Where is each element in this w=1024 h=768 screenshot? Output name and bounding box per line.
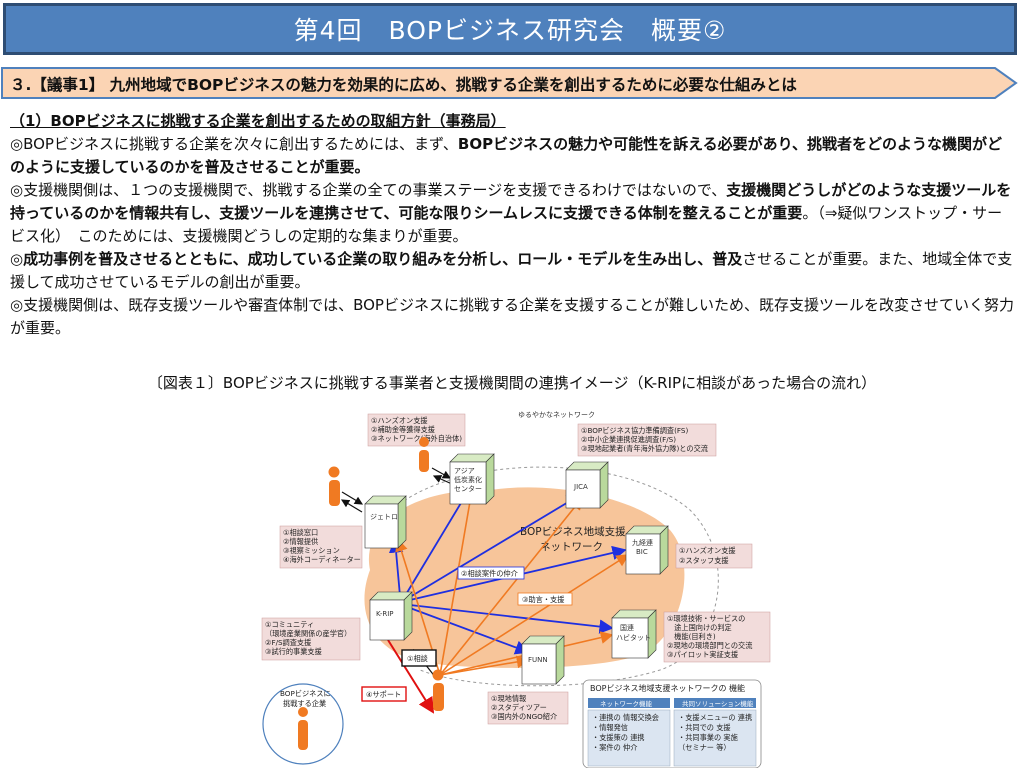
mediation-support-label-box — [517, 592, 573, 606]
note-jica: ①BOPビジネス協力準備調査(FS) ②中小企業連携促進調査(F/S) ③現地起… — [577, 423, 717, 457]
svg-text:①現地情報: ①現地情報 — [491, 694, 526, 703]
node-kyukeiren: 九経連 BIC — [625, 525, 669, 575]
person-icon — [328, 466, 340, 506]
paragraph-4: ◎支援機関側は、既存支援ツールや審査体制では、BOPビジネスに挑戦する企業を支援… — [10, 296, 1014, 337]
note-kyukeiren: ①ハンズオン支援 ②スタッフ支援 — [675, 543, 753, 569]
person-icon — [432, 669, 444, 711]
support-label: ④サポート — [366, 690, 401, 699]
node-asia: アジア 低炭素化 センター — [449, 453, 495, 505]
solution-function-title: 共同ソリューション機能 — [682, 699, 754, 708]
support-label-box — [361, 686, 407, 702]
node-kokuren: 国連 ハビタット — [611, 609, 657, 659]
svg-text:・案件の 仲介: ・案件の 仲介 — [592, 743, 638, 752]
svg-text:②情報提供: ②情報提供 — [283, 537, 318, 546]
svg-text:③視察ミッション: ③視察ミッション — [283, 546, 340, 555]
person-arrows — [340, 467, 453, 679]
paragraph-1: ◎BOPビジネスに挑戦する企業を次々に創出するためには、まず、BOPビジネスの魅… — [10, 135, 1003, 176]
support-arrow — [387, 639, 435, 714]
svg-text:BIC: BIC — [636, 548, 648, 556]
svg-text:途上国向けの判定: 途上国向けの判定 — [667, 623, 732, 632]
svg-text:①コミュニティ: ①コミュニティ — [265, 620, 314, 629]
consult-label-box — [401, 649, 437, 667]
mediation-support-label: ③助言・支援 — [522, 595, 564, 604]
mediation-label: ②相談案件の仲介 — [461, 569, 519, 578]
company-circle: BOPビジネスに 挑戦する企業 — [262, 683, 344, 765]
svg-text:②中小企業連携促進調査(F/S): ②中小企業連携促進調査(F/S) — [581, 435, 676, 444]
network-diagram: ゆるやかなネットワーク BOPビジネス地域支援 ネットワーク アジア 低炭素化 … — [261, 411, 771, 768]
svg-text:・情報発信: ・情報発信 — [592, 723, 628, 732]
node-jica: JICA — [565, 461, 609, 509]
svg-text:①BOPビジネス協力準備調査(FS): ①BOPビジネス協力準備調査(FS) — [581, 426, 688, 435]
svg-text:FUNN: FUNN — [528, 656, 548, 664]
svg-text:K-RIP: K-RIP — [376, 610, 394, 618]
svg-text:②スタディツアー: ②スタディツアー — [491, 703, 547, 712]
svg-text:③国内外のNGO紹介: ③国内外のNGO紹介 — [491, 712, 558, 721]
functions-box: BOPビジネス地域支援ネットワークの 機能 ネットワーク機能 ・連携の 情報交換… — [582, 679, 762, 768]
company-label-2: 挑戦する企業 — [283, 699, 326, 708]
svg-text:③ネットワーク(海外自治体): ③ネットワーク(海外自治体) — [371, 434, 462, 443]
svg-text:①環境技術・サービスの: ①環境技術・サービスの — [667, 614, 745, 623]
svg-text:・共同事業の 実施: ・共同事業の 実施 — [678, 733, 738, 742]
svg-text:（環境産業関係の産学官）: （環境産業関係の産学官） — [265, 629, 351, 638]
company-label-1: BOPビジネスに — [280, 689, 331, 698]
svg-text:③試行的事業支援: ③試行的事業支援 — [265, 647, 322, 656]
svg-text:④海外コーディネーター: ④海外コーディネーター — [283, 555, 361, 564]
svg-text:国連: 国連 — [620, 623, 634, 632]
node-funn: FUNN — [521, 635, 565, 685]
svg-text:JICA: JICA — [573, 483, 588, 491]
note-jetro: ①相談窓口 ②情報提供 ③視察ミッション ④海外コーディネーター — [279, 525, 363, 569]
svg-text:①相談窓口: ①相談窓口 — [283, 528, 318, 537]
svg-text:低炭素化: 低炭素化 — [454, 475, 482, 484]
svg-text:・支援策の 連携: ・支援策の 連携 — [592, 733, 645, 742]
consult-label: ①相談 — [407, 654, 428, 663]
svg-text:ハビタット: ハビタット — [616, 633, 651, 642]
network-function-title: ネットワーク機能 — [600, 699, 653, 708]
svg-text:・連携の 情報交換会: ・連携の 情報交換会 — [592, 713, 659, 722]
agenda-text: ３.【議事1】 九州地域でBOPビジネスの魅力を効果的に広め、挑戦する企業を創出… — [10, 76, 797, 94]
slide-title: 第4回 BOPビジネス研究会 概要② — [293, 16, 727, 45]
loose-network-label: ゆるやかなネットワーク — [518, 411, 595, 419]
svg-text:③現地起業者(青年海外協力隊)との交流: ③現地起業者(青年海外協力隊)との交流 — [581, 444, 708, 453]
svg-text:・支援メニューの 連携: ・支援メニューの 連携 — [678, 713, 752, 722]
section-heading: （1）BOPビジネスに挑戦する企業を創出するための取組方針（事務局） — [10, 112, 506, 130]
note-asia: ①ハンズオン支援 ②補助金等獲得支援 ③ネットワーク(海外自治体) — [367, 413, 466, 447]
svg-text:②スタッフ支援: ②スタッフ支援 — [679, 556, 729, 565]
svg-text:②F/S調査支援: ②F/S調査支援 — [265, 638, 311, 647]
svg-text:・共同での 支援: ・共同での 支援 — [678, 723, 731, 732]
svg-text:①ハンズオン支援: ①ハンズオン支援 — [371, 416, 428, 425]
svg-text:②現地の環境部門との交流: ②現地の環境部門との交流 — [667, 641, 752, 650]
svg-text:センター: センター — [454, 484, 482, 493]
orange-arrows — [395, 488, 630, 676]
functions-title: BOPビジネス地域支援ネットワークの 機能 — [590, 683, 745, 693]
figure-caption: 〔図表１〕BOPビジネスに挑戦する事業者と支援機関間の連携イメージ（K-RIPに… — [147, 374, 877, 392]
body-text: （1）BOPビジネスに挑戦する企業を創出するための取組方針（事務局） ◎BOPビ… — [10, 110, 1016, 340]
agenda-banner — [1, 67, 1018, 99]
network-label-2: ネットワーク — [540, 541, 603, 553]
svg-text:九経連: 九経連 — [632, 538, 653, 547]
svg-text:③パイロット実証支援: ③パイロット実証支援 — [667, 650, 738, 659]
svg-text:機能(目利き): 機能(目利き) — [667, 632, 716, 641]
loose-network-outline — [389, 466, 719, 687]
network-label-1: BOPビジネス地域支援 — [520, 525, 626, 538]
svg-text:アジア: アジア — [454, 467, 475, 475]
svg-text:（セミナー 等）: （セミナー 等） — [678, 743, 731, 752]
node-jetro: ジェトロ — [364, 495, 407, 549]
paragraph-3: ◎成功事例を普及させるとともに、成功している企業の取り組みを分析し、ロール・モデ… — [10, 250, 1013, 291]
note-funn: ①現地情報 ②スタディツアー ③国内外のNGO紹介 — [487, 691, 569, 725]
svg-text:①ハンズオン支援: ①ハンズオン支援 — [679, 546, 736, 555]
svg-text:ジェトロ: ジェトロ — [370, 513, 398, 521]
note-krip: ①コミュニティ （環境産業関係の産学官） ②F/S調査支援 ③試行的事業支援 — [261, 617, 361, 661]
person-icon-body — [298, 720, 308, 750]
paragraph-2: ◎支援機関側は、１つの支援機関で、挑戦する企業の全ての事業ステージを支援できるわ… — [10, 181, 1012, 245]
person-icon — [419, 437, 429, 472]
note-kokuren: ①環境技術・サービスの 途上国向けの判定 機能(目利き) ②現地の環境部門との交… — [663, 611, 771, 663]
slide-title-bar: 第4回 BOPビジネス研究会 概要② — [3, 3, 1017, 55]
mediation-label-box — [457, 566, 525, 580]
svg-text:②補助金等獲得支援: ②補助金等獲得支援 — [371, 425, 435, 434]
person-icon — [298, 707, 308, 717]
node-krip: K-RIP — [369, 591, 413, 641]
